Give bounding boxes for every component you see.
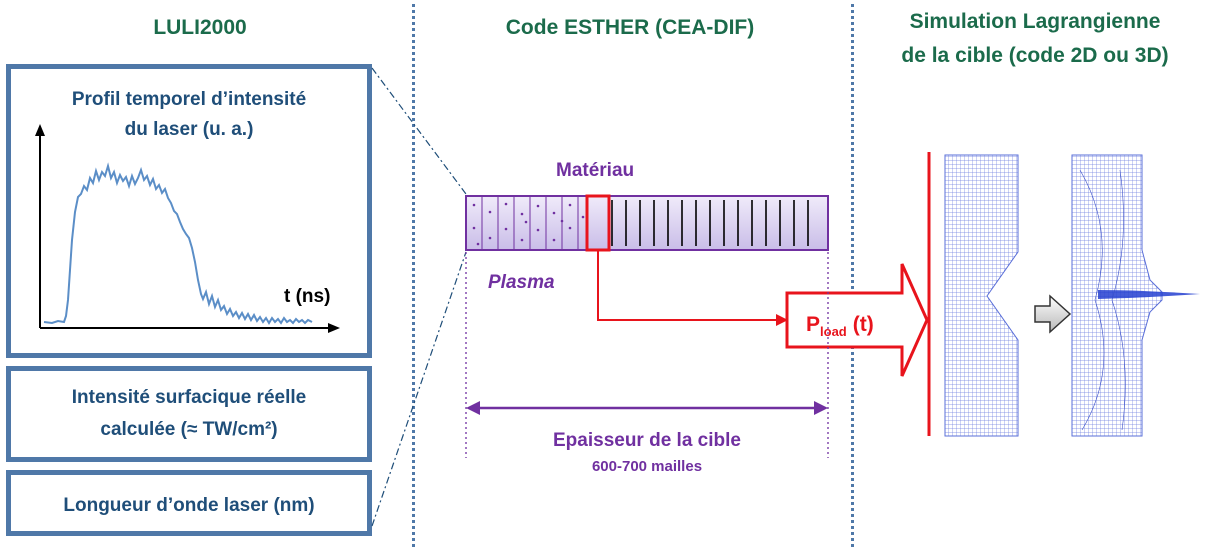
pload-label: Pload(t) — [806, 313, 874, 339]
esther-title: Code ESTHER (CEA-DIF) — [505, 16, 755, 39]
simulation-title-1: Simulation Lagrangienne — [909, 10, 1161, 33]
wavelength-box: Longueur d’onde laser (nm) — [6, 470, 372, 536]
time-axis-label: t (ns) — [284, 286, 330, 307]
thickness-label: Epaisseur de la cible — [553, 430, 741, 451]
mesh-count-label: 600-700 mailles — [592, 458, 702, 475]
material-label: Matériau — [556, 160, 634, 181]
wavelength-label: Longueur d’onde laser (nm) — [63, 495, 315, 516]
target-mesh-deformed — [1071, 154, 1200, 437]
laser-profile-curve — [43, 162, 313, 325]
connector-top — [371, 67, 467, 195]
intensity-box: Intensité surfacique réelle calculée (≈ … — [6, 366, 372, 462]
laser-profile-plot — [35, 124, 340, 333]
material-slab — [465, 194, 829, 252]
intensity-line-1: Intensité surfacique réelle — [71, 387, 307, 408]
profile-title-1: Profil temporel d’intensité — [71, 89, 307, 110]
pload-arrow — [785, 263, 929, 377]
profile-title-2: du laser (u. a.) — [124, 119, 254, 140]
separator-left — [412, 4, 415, 547]
target-mesh-initial — [944, 154, 1019, 437]
laser-profile-box: Profil temporel d’intensité du laser (u.… — [6, 64, 372, 358]
load-connector — [597, 250, 780, 321]
transition-arrow — [1034, 294, 1072, 334]
luli-title: LULI2000 — [153, 16, 247, 39]
connector-bottom — [371, 251, 467, 527]
simulation-title-2: de la cible (code 2D ou 3D) — [901, 44, 1169, 67]
intensity-line-2: calculée (≈ TW/cm²) — [100, 419, 278, 440]
separator-right — [851, 4, 854, 547]
plasma-label: Plasma — [488, 272, 555, 293]
